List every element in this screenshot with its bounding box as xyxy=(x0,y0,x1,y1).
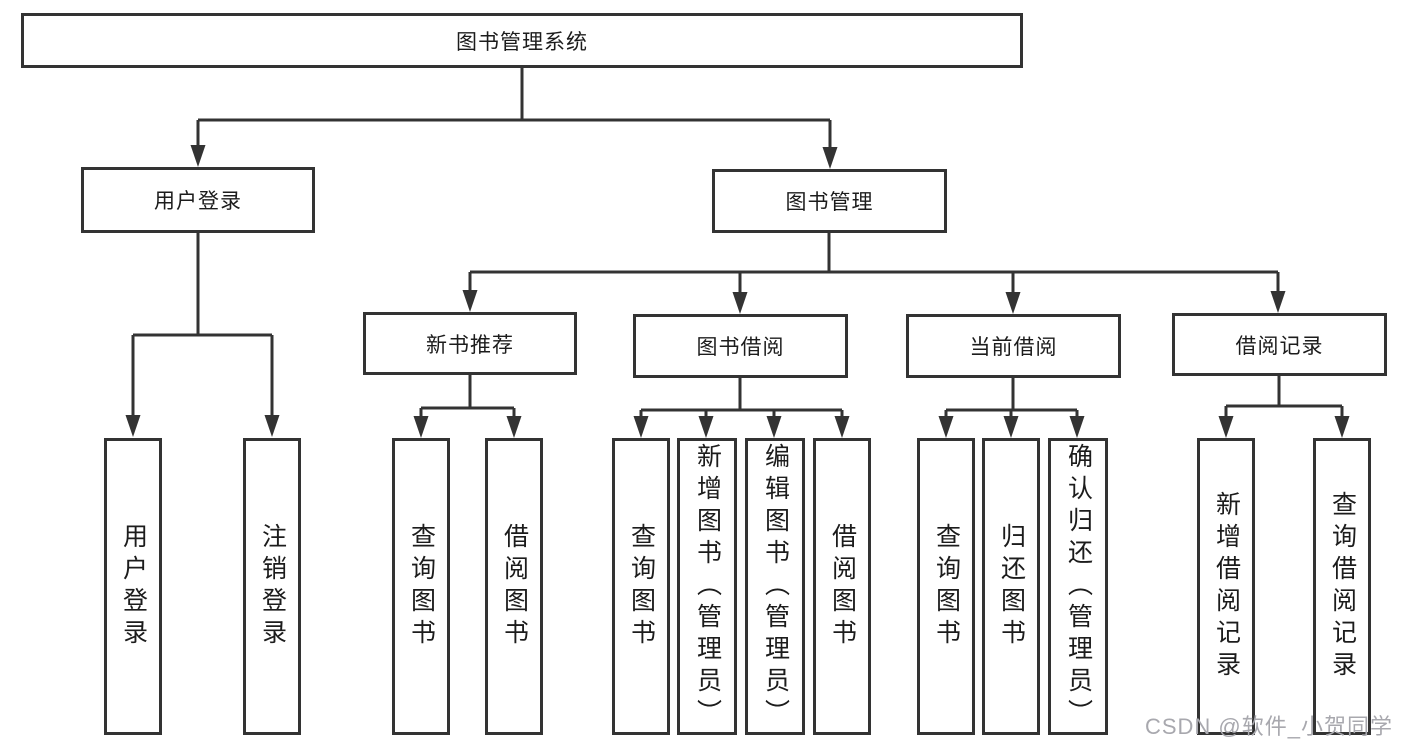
node-label: 图书借阅 xyxy=(696,336,785,359)
leaf-add-books-admin: 新增图书（管理员） xyxy=(677,438,737,735)
leaf-label: 归还图书 xyxy=(997,522,1026,651)
leaf-borrow-books-recommend: 借阅图书 xyxy=(485,438,543,735)
leaf-query-borrow-record: 查询借阅记录 xyxy=(1313,438,1371,735)
leaf-label: 查询图书 xyxy=(407,522,436,651)
leaf-label: 注销登录 xyxy=(258,522,287,651)
node-borrow-records: 借阅记录 xyxy=(1172,313,1387,376)
leaf-confirm-return-admin: 确认归还（管理员） xyxy=(1048,438,1108,735)
node-label: 用户登录 xyxy=(154,190,242,213)
watermark-text: CSDN @软件_小贺同学 xyxy=(1144,714,1393,739)
leaf-label: 借阅图书 xyxy=(828,522,857,651)
leaf-query-books-borrowing: 查询图书 xyxy=(612,438,670,735)
leaf-user-login: 用户登录 xyxy=(104,438,162,735)
node-user-login: 用户登录 xyxy=(81,167,315,233)
node-library-system: 图书管理系统 xyxy=(21,13,1023,68)
leaf-label: 确认归还（管理员） xyxy=(1064,442,1093,731)
leaf-borrow-books-borrowing: 借阅图书 xyxy=(813,438,871,735)
leaf-query-books-recommend: 查询图书 xyxy=(392,438,450,735)
leaf-label: 新增图书（管理员） xyxy=(693,442,722,731)
node-label: 图书管理 xyxy=(785,191,874,214)
leaf-label: 编辑图书（管理员） xyxy=(761,442,790,731)
leaf-label: 新增借阅记录 xyxy=(1212,490,1241,683)
leaf-label: 借阅图书 xyxy=(500,522,529,651)
node-label: 新书推荐 xyxy=(426,333,514,357)
leaf-label: 查询图书 xyxy=(932,522,961,651)
node-label: 图书管理系统 xyxy=(456,30,588,54)
leaf-label: 查询图书 xyxy=(627,522,656,651)
leaf-add-borrow-record: 新增借阅记录 xyxy=(1197,438,1255,735)
node-label: 借阅记录 xyxy=(1235,334,1324,358)
node-book-borrowing: 图书借阅 xyxy=(633,314,848,378)
leaf-return-books: 归还图书 xyxy=(982,438,1040,735)
leaf-edit-books-admin: 编辑图书（管理员） xyxy=(745,438,805,735)
node-label: 当前借阅 xyxy=(969,336,1058,359)
leaf-label: 用户登录 xyxy=(119,522,148,651)
node-new-book-recommend: 新书推荐 xyxy=(363,312,577,375)
node-book-management: 图书管理 xyxy=(712,169,947,233)
leaf-query-books-current: 查询图书 xyxy=(917,438,975,735)
node-current-borrowing: 当前借阅 xyxy=(906,314,1121,378)
leaf-logout: 注销登录 xyxy=(243,438,301,735)
leaf-label: 查询借阅记录 xyxy=(1328,490,1357,683)
